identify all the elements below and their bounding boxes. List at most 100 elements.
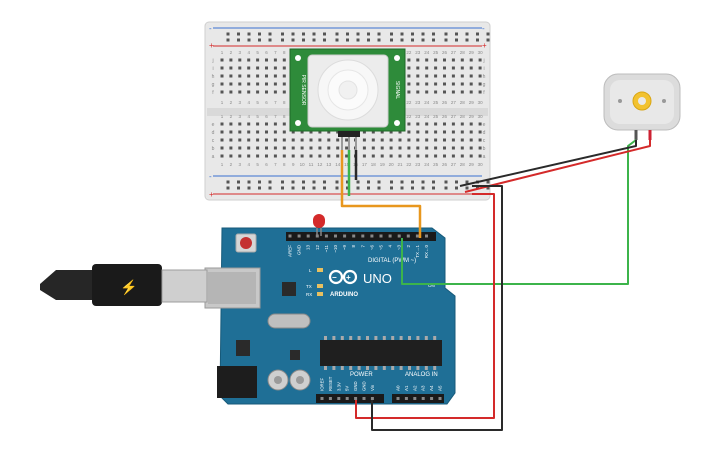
breadboard-hole[interactable] — [443, 138, 446, 142]
breadboard-hole[interactable] — [291, 138, 295, 142]
rail-hole[interactable] — [377, 186, 381, 190]
rail-hole[interactable] — [258, 38, 261, 42]
rail-hole[interactable] — [421, 38, 425, 42]
breadboard-hole[interactable] — [282, 130, 286, 134]
breadboard-hole[interactable] — [389, 138, 393, 142]
header-pin[interactable] — [370, 234, 374, 238]
breadboard-hole[interactable] — [229, 90, 233, 94]
rail-hole[interactable] — [356, 32, 360, 36]
header-pin[interactable] — [306, 234, 310, 238]
rail-hole[interactable] — [465, 186, 469, 190]
breadboard-hole[interactable] — [478, 122, 482, 126]
breadboard-hole[interactable] — [469, 122, 473, 126]
pir-sensor[interactable]: PIR SENSOR SIGNAL — [289, 48, 406, 150]
breadboard-hole[interactable] — [265, 138, 268, 142]
breadboard-hole[interactable] — [220, 66, 224, 70]
breadboard-hole[interactable] — [380, 130, 384, 134]
breadboard-hole[interactable] — [425, 138, 429, 142]
rail-hole[interactable] — [302, 186, 305, 190]
breadboard-hole[interactable] — [389, 154, 393, 158]
rail-hole[interactable] — [411, 32, 414, 36]
rail-hole[interactable] — [400, 186, 404, 190]
breadboard-hole[interactable] — [238, 74, 242, 78]
breadboard-hole[interactable] — [291, 154, 295, 158]
breadboard-hole[interactable] — [407, 74, 411, 78]
breadboard-hole[interactable] — [220, 130, 224, 134]
breadboard-hole[interactable] — [425, 146, 429, 150]
breadboard-hole[interactable] — [256, 90, 260, 94]
breadboard-hole[interactable] — [434, 82, 438, 86]
breadboard-hole[interactable] — [469, 66, 473, 70]
breadboard-hole[interactable] — [300, 138, 304, 142]
header-pin[interactable] — [334, 234, 337, 238]
breadboard-hole[interactable] — [407, 146, 411, 150]
rail-hole[interactable] — [346, 32, 349, 36]
breadboard-hole[interactable] — [273, 74, 277, 78]
breadboard-hole[interactable] — [345, 146, 349, 150]
header-pin[interactable] — [345, 397, 349, 400]
header-pin[interactable] — [343, 234, 347, 238]
rail-hole[interactable] — [421, 32, 425, 36]
breadboard-hole[interactable] — [256, 138, 260, 142]
rail-hole[interactable] — [302, 32, 305, 36]
rail-hole[interactable] — [323, 186, 326, 190]
breadboard-hole[interactable] — [238, 122, 242, 126]
rail-hole[interactable] — [367, 180, 370, 184]
breadboard-hole[interactable] — [247, 58, 251, 62]
breadboard-hole[interactable] — [282, 138, 286, 142]
header-pin[interactable] — [337, 397, 341, 400]
breadboard-hole[interactable] — [451, 58, 455, 62]
rail-hole[interactable] — [247, 186, 251, 190]
breadboard-hole[interactable] — [327, 146, 331, 150]
header-pin[interactable] — [352, 234, 356, 238]
breadboard-hole[interactable] — [238, 66, 242, 70]
breadboard-hole[interactable] — [220, 146, 224, 150]
rail-hole[interactable] — [390, 38, 393, 42]
breadboard-hole[interactable] — [443, 82, 446, 86]
breadboard-hole[interactable] — [416, 154, 420, 158]
breadboard-hole[interactable] — [451, 122, 455, 126]
rail-hole[interactable] — [226, 38, 230, 42]
breadboard-hole[interactable] — [398, 130, 402, 134]
breadboard-hole[interactable] — [273, 58, 277, 62]
header-pin[interactable] — [362, 397, 366, 400]
breadboard-hole[interactable] — [282, 154, 286, 158]
breadboard-hole[interactable] — [478, 130, 482, 134]
breadboard-hole[interactable] — [229, 154, 233, 158]
rail-hole[interactable] — [455, 32, 458, 36]
rail-hole[interactable] — [237, 180, 240, 184]
breadboard-hole[interactable] — [443, 66, 446, 70]
breadboard-hole[interactable] — [443, 74, 446, 78]
rail-hole[interactable] — [400, 38, 404, 42]
rail-hole[interactable] — [444, 186, 448, 190]
rail-hole[interactable] — [312, 180, 316, 184]
rail-hole[interactable] — [476, 38, 479, 42]
breadboard-hole[interactable] — [229, 130, 233, 134]
rail-hole[interactable] — [258, 32, 261, 36]
header-pin[interactable] — [425, 234, 428, 238]
rail-hole[interactable] — [476, 32, 479, 36]
rail-hole[interactable] — [486, 38, 490, 42]
breadboard-hole[interactable] — [425, 66, 429, 70]
rail-hole[interactable] — [268, 186, 272, 190]
breadboard-hole[interactable] — [336, 154, 340, 158]
header-pin[interactable] — [320, 397, 324, 400]
breadboard-hole[interactable] — [273, 146, 277, 150]
breadboard-hole[interactable] — [273, 154, 277, 158]
rail-hole[interactable] — [346, 186, 349, 190]
rail-hole[interactable] — [390, 32, 393, 36]
breadboard-hole[interactable] — [460, 130, 464, 134]
rail-hole[interactable] — [411, 180, 414, 184]
breadboard-hole[interactable] — [407, 122, 411, 126]
breadboard-hole[interactable] — [238, 82, 242, 86]
rail-hole[interactable] — [335, 32, 339, 36]
breadboard-hole[interactable] — [469, 146, 473, 150]
breadboard-hole[interactable] — [407, 138, 411, 142]
rail-hole[interactable] — [237, 38, 240, 42]
breadboard-hole[interactable] — [398, 146, 402, 150]
breadboard-hole[interactable] — [416, 66, 420, 70]
breadboard-hole[interactable] — [265, 122, 268, 126]
breadboard-hole[interactable] — [460, 146, 464, 150]
breadboard-hole[interactable] — [398, 154, 402, 158]
